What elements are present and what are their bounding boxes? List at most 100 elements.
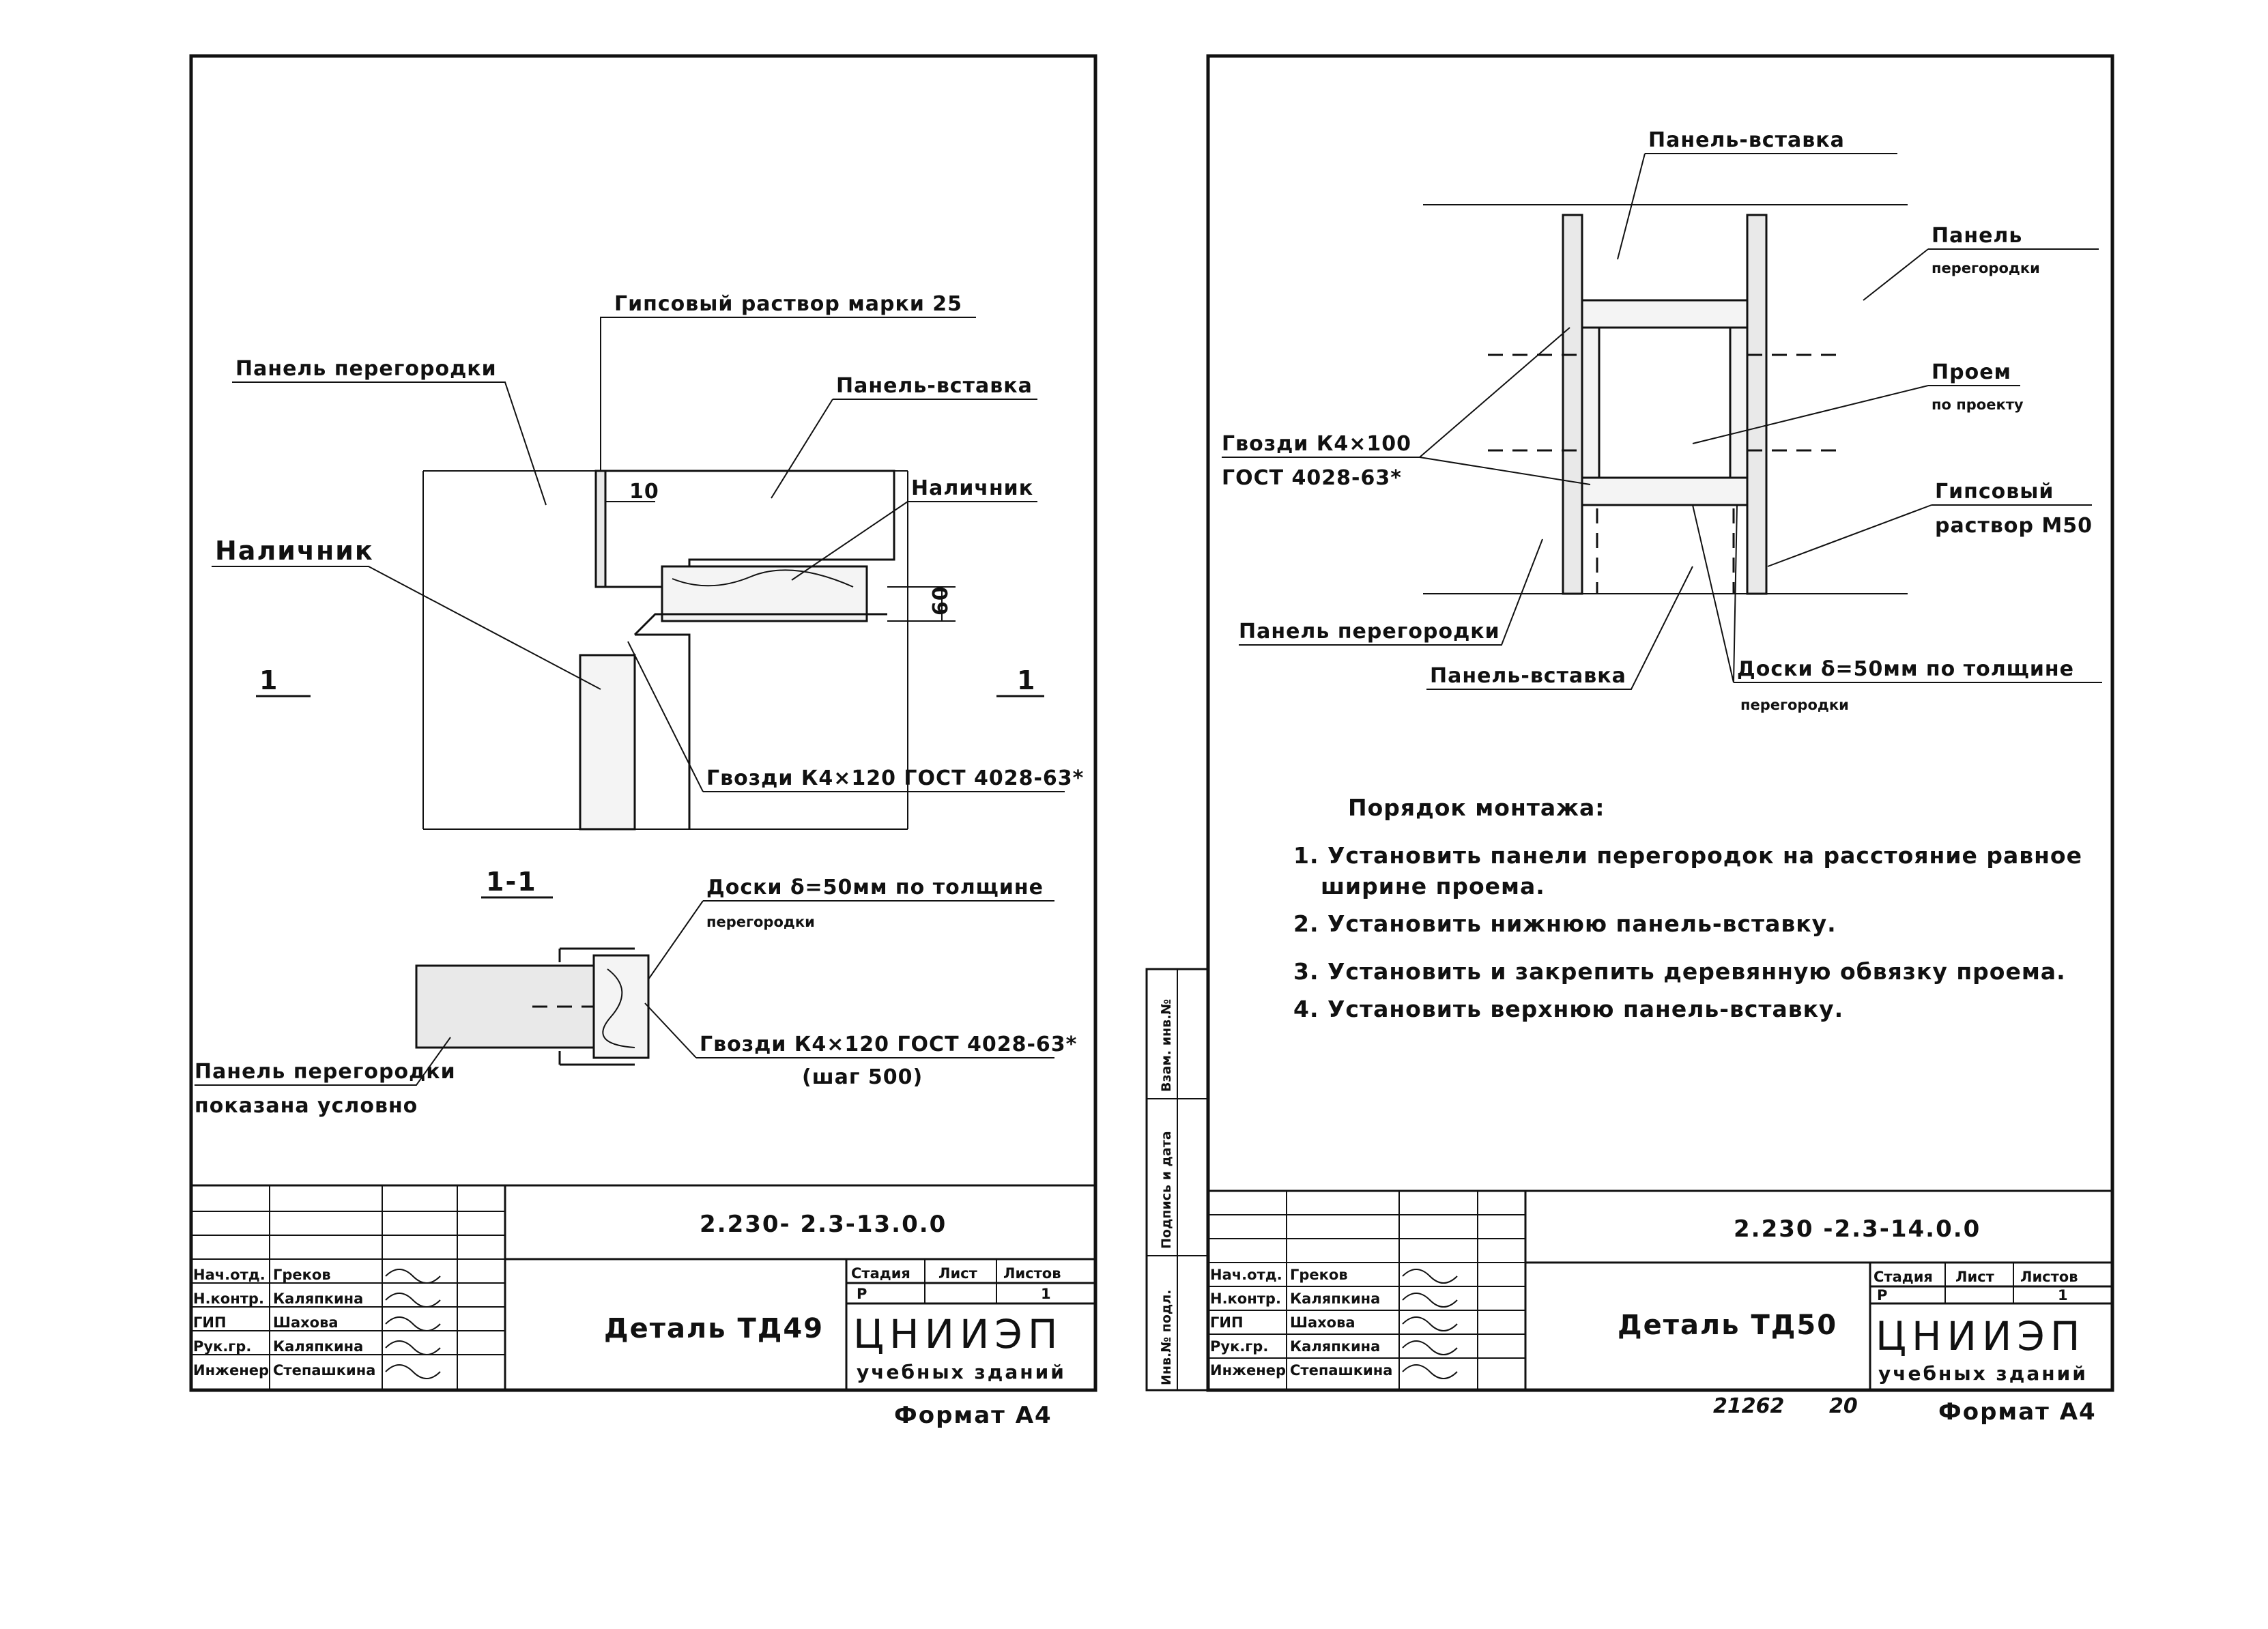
left-title-block: 2.230- 2.3-13.0.0 Деталь ТД49 Стадия Лис… [191,1184,1095,1390]
leader-panel-conditional [195,1037,451,1086]
label-nails-bottom: Гвозди К4×120 ГОСТ 4028-63* [700,1033,1077,1056]
tb-r-org-sub: учебных зданий [1878,1362,2088,1385]
right-sheet-frame [1206,54,2114,1392]
leader-partition-bottom [1239,538,1543,646]
tb-role-4: Рук.гр. [193,1338,251,1355]
label-insert-top: Панель-вставка [1648,128,1845,152]
elev-panel-left-joint [1562,214,1583,595]
tb-r-org: ЦНИИЭП [1876,1313,2086,1359]
procedure-step-1b: ширине проема. [1321,873,1545,899]
label-partition-panel: Панель перегородки [235,357,497,381]
leader-partition-panel [232,381,547,506]
tb-stage-cols [924,1259,997,1303]
label-panel-conditional: Панель перегородки [195,1060,456,1084]
tb-sheet-header: Лист [938,1265,978,1282]
label-gypsum-r: Гипсовый [1935,480,2054,504]
trim-frame [635,633,691,829]
tb-r-role-5: Инженер [1210,1362,1286,1379]
label-opening-2: по проекту [1932,397,2024,413]
side-stamp-3: Инв.№ подл. [1159,1290,1174,1385]
tb-r-stage-lines [1869,1263,2112,1390]
tb-r-name-1: Греков [1290,1267,1348,1283]
procedure-title: Порядок монтажа: [1348,794,1605,821]
dim-60-lines [887,586,956,622]
procedure-step-1: 1. Установить панели перегородок на расс… [1293,842,2082,869]
side-stamp-lines [1147,969,1208,1390]
elev-top-board [1581,299,1749,329]
tb-title: Деталь ТД49 [604,1313,824,1344]
plan-casing [558,947,635,1066]
elev-bottom-board [1581,476,1749,506]
tb-r-code: 2.230 -2.3-14.0.0 [1734,1215,1981,1243]
leader-trim-left [212,566,601,690]
tb-name-3: Шахова [273,1314,339,1331]
label-insert-panel: Панель-вставка [836,374,1033,398]
elev-panel-right-joint [1746,214,1768,595]
plan-board [592,954,650,1059]
section-mark-left: 1 [259,665,278,695]
elev-left-board [1581,326,1600,479]
tb-role-5: Инженер [193,1362,269,1379]
tb-r-sheets: 1 [2058,1287,2068,1303]
label-nails-r-2: ГОСТ 4028-63* [1222,466,1402,490]
side-stamp-1: Взам. инв.№ [1159,999,1174,1092]
label-boards-2: перегородки [706,914,815,930]
leader-nails-r [1222,327,1591,485]
leader-nails-bottom [644,1003,1054,1058]
elev-bounds [1423,204,1908,594]
label-panel-conditional-2: показана условно [195,1094,418,1118]
leader-insert-top [1617,153,1897,260]
gypsum-joint [594,470,607,588]
side-stamp-2: Подпись и дата [1159,1131,1174,1249]
tb-r-cols [1286,1191,1478,1390]
label-nails-top: Гвозди К4×120 ГОСТ 4028-63* [706,766,1084,790]
label-boards-r: Доски δ=50мм по толщине [1737,657,2074,681]
tb-r-role-3: ГИП [1210,1314,1244,1331]
label-trim-right: Наличник [911,476,1033,500]
tb-r-stage-cols [1944,1263,2014,1303]
tb-name-5: Степашкина [273,1362,375,1379]
label-nails-step: (шаг 500) [802,1065,923,1089]
tb-name-1: Греков [273,1267,331,1283]
tb-sheets: 1 [1041,1286,1051,1302]
label-boards: Доски δ=50мм по толщине [706,876,1044,899]
section-mark-right: 1 [1017,665,1036,695]
tb-cols [269,1185,458,1390]
leader-opening [1692,385,2020,444]
left-format: Формат А4 [894,1402,1052,1429]
label-boards-r-2: перегородки [1740,697,1849,713]
tb-code: 2.230- 2.3-13.0.0 [700,1211,947,1238]
elev-right-board [1729,326,1749,479]
tb-org-sub: учебных зданий [857,1361,1066,1383]
procedure-step-4: 4. Установить верхнюю панель-вставку. [1293,996,1843,1022]
tb-r-name-3: Шахова [1290,1314,1355,1331]
leader-trim-right [791,501,1037,581]
label-partition-panel-r-2: перегородки [1932,260,2040,276]
trim-top-edge [633,613,887,636]
plan-grain [602,968,635,1048]
tb-r-name-2: Каляпкина [1290,1291,1380,1307]
tb-role-1: Нач.отд. [193,1267,265,1283]
leader-gypsum [600,317,976,471]
leader-insert-panel [771,399,1037,499]
tb-r-rows [1208,1214,1525,1359]
right-format: Формат А4 [1938,1398,2097,1426]
bottom-inv-number: 21262 [1713,1394,1784,1418]
tb-role-3: ГИП [193,1314,227,1331]
dim-60-text: 60 [929,586,953,616]
label-trim-left: Наличник [215,536,374,566]
procedure-step-3: 3. Установить и закрепить деревянную обв… [1293,958,2066,985]
label-gypsum-mortar: Гипсовый раствор марки 25 [614,292,962,316]
label-nails-r: Гвозди К4×100 [1222,432,1411,456]
section-title: 1-1 [486,867,537,897]
label-partition-panel-r: Панель [1932,224,2022,248]
tb-role-2: Н.контр. [193,1291,264,1307]
tb-r-signatures [1402,1269,1458,1379]
bottom-page-number: 20 [1829,1394,1858,1418]
tb-stage-header: Стадия [851,1265,910,1282]
left-sheet: 60 10 Гипсовый раствор марки 25 Панель п… [189,54,1097,1429]
right-sheet: Взам. инв.№ Подпись и дата Инв.№ подл. П… [1145,54,2114,1426]
tb-r-name-5: Степашкина [1290,1362,1392,1379]
